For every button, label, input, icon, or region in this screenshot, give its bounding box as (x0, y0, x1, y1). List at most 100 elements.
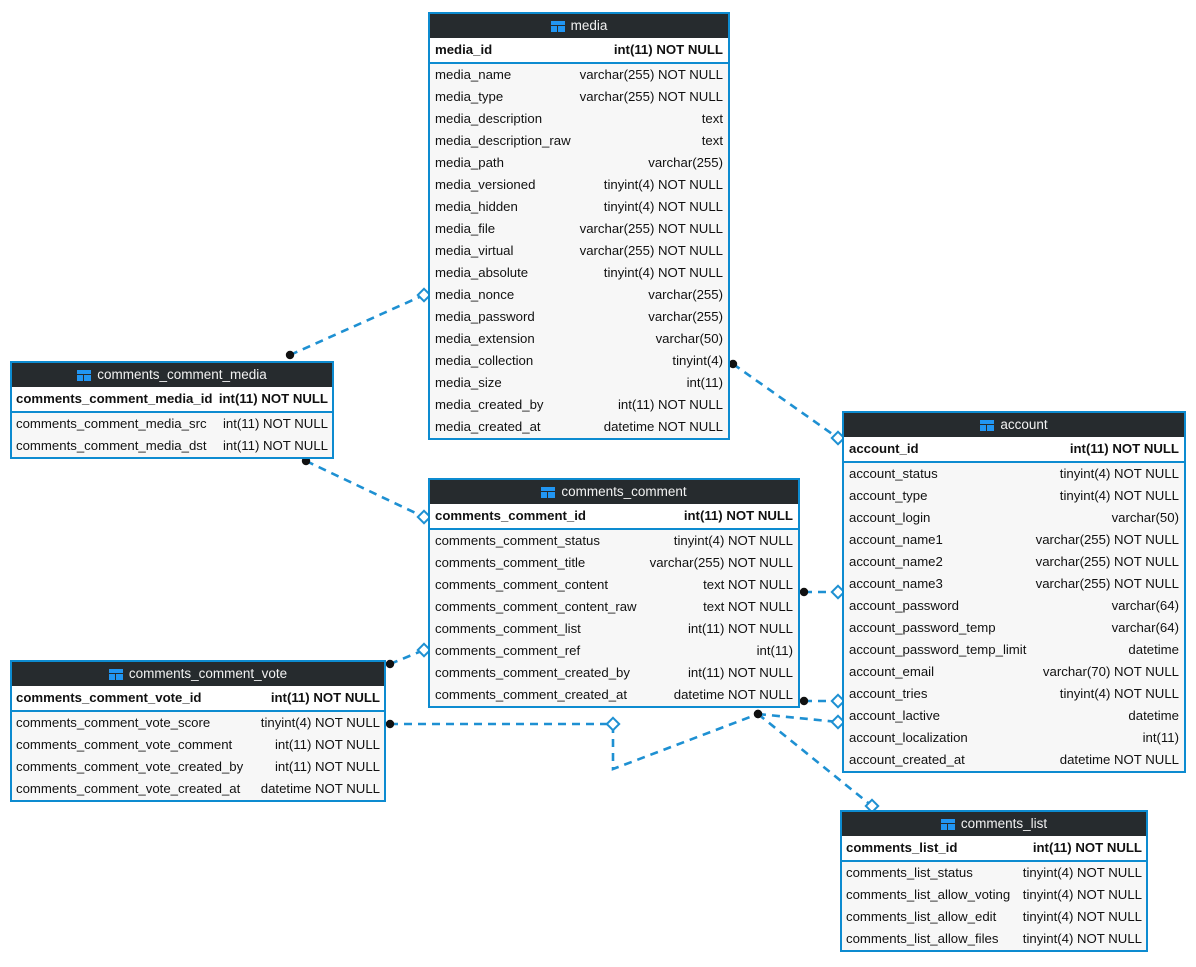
relationship-rel-comment-account-lactive[interactable] (753, 709, 846, 730)
column-row[interactable]: account_type tinyint(4) NOT NULL (844, 485, 1184, 507)
column-row[interactable]: comments_comment_media_src int(11) NOT NU… (12, 413, 332, 435)
relationship-rel-vote-comment-self[interactable] (385, 712, 759, 771)
column-name: comments_comment_id (435, 508, 586, 523)
relationship-source-dot (385, 719, 395, 729)
column-type: int(11) NOT NULL (613, 42, 723, 57)
column-name: comments_comment_media_src (16, 416, 207, 431)
table-icon (77, 369, 92, 381)
column-name: comments_list_allow_edit (846, 909, 997, 924)
column-name: comments_comment_vote_id (16, 690, 202, 705)
relationship-rel-media-account[interactable] (728, 359, 846, 446)
column-type: datetime NOT NULL (603, 419, 723, 434)
column-name: media_type (435, 89, 504, 104)
relationship-rel-comment-account-createdby[interactable] (799, 584, 846, 600)
column-type: varchar(255) NOT NULL (1035, 576, 1179, 591)
relationship-rel-ccmedia-comment[interactable] (301, 456, 432, 525)
entity-header-inner: comments_comment (541, 480, 687, 504)
column-type: tinyint(4) NOT NULL (1059, 488, 1179, 503)
entity-header-comments_comment_media[interactable]: comments_comment_media (12, 363, 332, 387)
entity-header-account[interactable]: account (844, 413, 1184, 437)
column-name: comments_comment_media_dst (16, 438, 207, 453)
column-type: tinyint(4) NOT NULL (673, 533, 793, 548)
relationship-rel-comment-account-ref[interactable] (799, 693, 846, 709)
entity-header-comments_comment[interactable]: comments_comment (430, 480, 798, 504)
column-name: account_type (849, 488, 928, 503)
columns-section: comments_comment_media_src int(11) NOT NU… (12, 413, 332, 457)
entity-header-comments_list[interactable]: comments_list (842, 812, 1146, 836)
column-type: varchar(255) (648, 155, 723, 170)
column-type: int(11) NOT NULL (222, 416, 328, 431)
entity-header-media[interactable]: media (430, 14, 728, 38)
relationship-rel-vote-comment[interactable] (385, 642, 432, 669)
column-name: media_password (435, 309, 535, 324)
relationship-rel-ccmedia-media[interactable] (285, 287, 432, 360)
column-type: int(11) NOT NULL (687, 621, 793, 636)
column-type: tinyint(4) (672, 353, 723, 368)
entity-header-comments_comment_vote[interactable]: comments_comment_vote (12, 662, 384, 686)
column-name: account_tries (849, 686, 928, 701)
column-name: account_login (849, 510, 931, 525)
column-name: account_name2 (849, 554, 943, 569)
